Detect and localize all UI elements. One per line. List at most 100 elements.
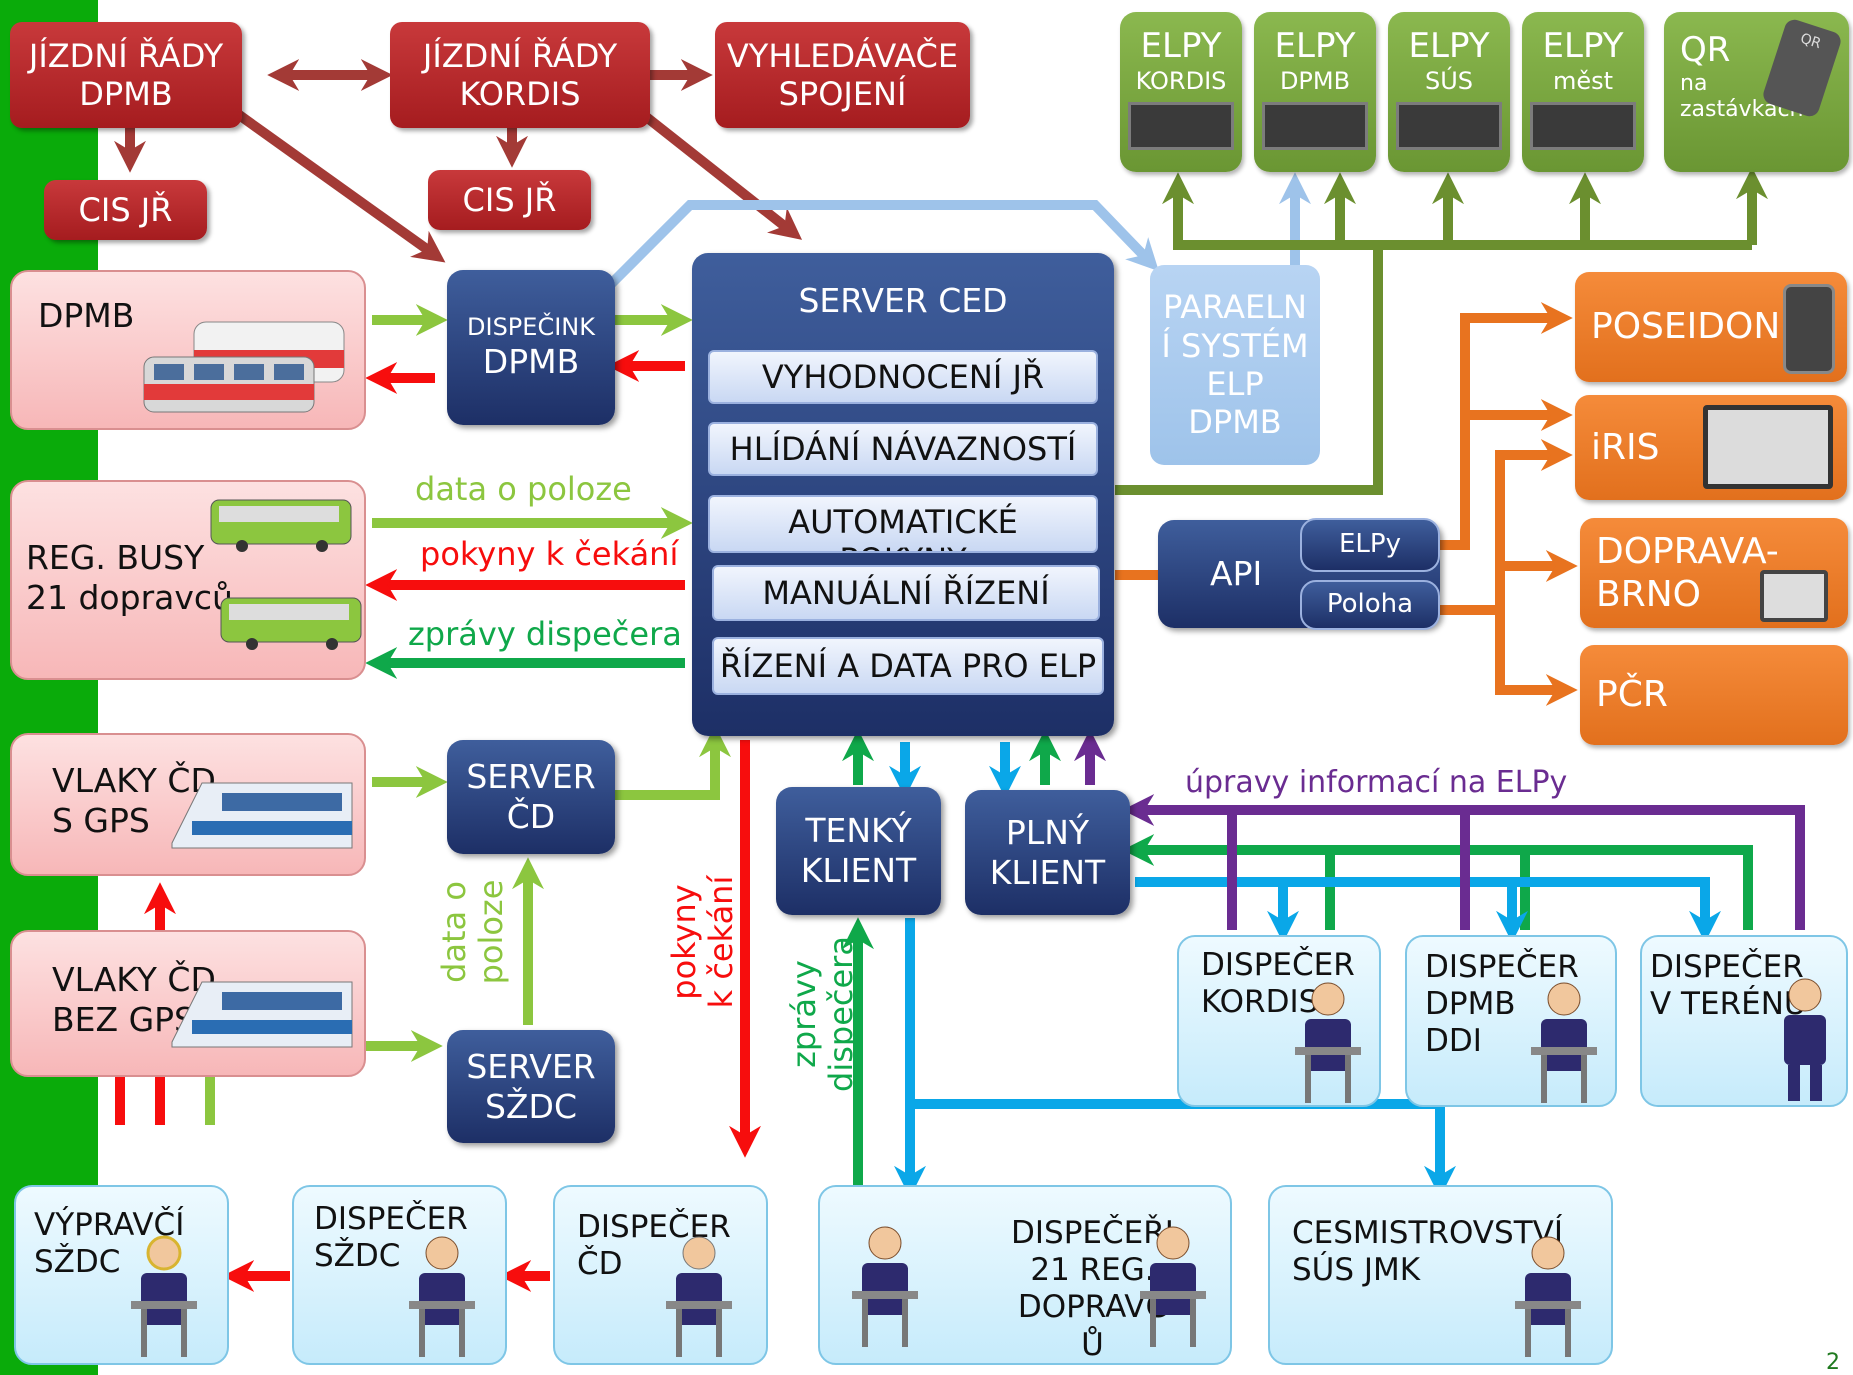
bus-icon [220,597,362,650]
kordis-line1: DISPEČER [1201,947,1355,983]
elpy-board-kordis: ELPY KORDIS [1120,12,1242,172]
output-doprava-brno: DOPRAVA- BRNO [1580,518,1848,628]
train-icon [171,782,353,849]
elp-dpmb-title: ELPY [1274,26,1356,66]
teren-line1: DISPEČER [1650,949,1804,985]
output-iris: iRIS [1575,395,1847,500]
qr-line1: na [1680,70,1708,96]
ced-automaticke-label: AUTOMATICKÉ [788,503,1018,541]
thin-line2: KLIENT [800,851,917,890]
server-ced-title: SERVER CED [798,281,1008,320]
parallel-line4: DPMB [1188,403,1282,442]
reg-line2: 21 REG. [1030,1252,1155,1289]
elpy-board-mest: ELPY měst [1522,12,1644,172]
orange-elpy-out [1440,301,1573,550]
ced-manualni-rizeni: MANUÁLNÍ ŘÍZENÍ [712,565,1100,621]
szdc-line1: DISPEČER [314,1201,468,1237]
full-line1: PLNÝ [1005,812,1090,852]
qr-na-zastavkach: QR na zastávkách QR [1664,12,1849,172]
server-cd-line1: SERVER [466,757,596,797]
source-trains-no-gps: VLAKY ČD BEZ GPS [10,930,366,1077]
dispecer-kordis: DISPEČER KORDIS [1177,935,1381,1107]
person-icon [1295,982,1361,1103]
vlabel-data-o-poloze: data o poloze [435,852,514,1012]
parallel-line1: PARAELN [1163,288,1307,327]
ced-rizeni-data-elp: ŘÍZENÍ A DATA PRO ELP [712,637,1104,695]
ced-vyhodnoceni-jr: VYHODNOCENÍ JŘ [708,350,1098,404]
ced-automaticke-overflow: POKYNY [839,541,966,551]
source-dpmb-label: DPMB [38,296,135,335]
jizdni-rady-dpmb: JÍZDNÍ ŘÁDY DPMB [10,22,242,128]
reg-line4: Ů [1081,1326,1104,1363]
server-szdc: SERVER SŽDC [447,1030,615,1143]
dispecink-line2: DPMB [482,342,580,382]
elp-kordis-sub: KORDIS [1135,66,1227,95]
train-icon [171,981,353,1048]
paralelni-system-elp-dpmb: PARAELN Í SYSTÉM ELP DPMB [1150,265,1320,465]
source-reg-busy: REG. BUSY 21 dopravců [10,480,366,680]
ced-automaticke: AUTOMATICKÉ POKYNY [708,495,1098,553]
orange-poloha-out [1440,438,1573,615]
server-szdc-line1: SERVER [466,1046,596,1086]
blue-full-bus [1135,877,1722,943]
api-title: API [1210,554,1263,594]
vlabel-pokyny-line1: pokyny [665,884,703,1000]
led-board-icon [1262,101,1368,150]
cesmistrovstvi-sus-jmk: CESMISTROVSTVÍ SÚS JMK [1268,1185,1613,1365]
person-icon [131,1235,197,1357]
elp-sus-sub: SÚS [1424,66,1474,95]
tenky-klient: TENKÝ KLIENT [776,787,941,915]
cis-jr-1: CIS JŘ [44,180,207,240]
label-data-o-poloze: data o poloze [415,470,632,508]
dispecink-line1: DISPEČINK [467,313,595,342]
page-number: 2 [1826,1350,1840,1375]
dpmb-ddi-line1: DISPEČER [1425,949,1579,985]
arrow-dispatch-to-parallel [606,200,1159,289]
label-upravy-elpy: úpravy informací na ELPy [1185,765,1568,800]
jr-dpmb-line1: JÍZDNÍ ŘÁDY [28,36,224,75]
parallel-line3: ELP [1206,365,1264,403]
server-cd-line2: ČD [506,797,556,836]
person-icon [1515,1236,1581,1357]
cesm-line2: SÚS JMK [1292,1252,1421,1289]
cis-jr-2: CIS JŘ [428,170,591,230]
szdc-line2: SŽDC [314,1238,401,1275]
elp-mest-title: ELPY [1542,26,1624,66]
plny-klient: PLNÝ KLIENT [965,790,1130,915]
jr-dpmb-line2: DPMB [79,75,173,113]
vlabel-pokyny-line2: k čekání [701,875,740,1009]
person-icon [1784,978,1826,1101]
busy-line2: 21 dopravců [26,577,233,617]
person-icon [409,1236,475,1357]
output-pcr: PČR [1580,645,1848,745]
api-poloha: Poloha [1300,580,1440,630]
monitor-icon [1703,405,1833,489]
pcr-label: PČR [1596,674,1668,716]
poseidon-label: POSEIDON [1591,306,1781,348]
iris-label: iRIS [1591,426,1660,468]
dispecer-szdc: DISPEČER SŽDC [292,1185,507,1365]
vlabel-zpravy-line1: zprávy [785,960,823,1068]
qr-title: QR [1680,30,1731,70]
parallel-line2: Í SYSTÉM [1161,326,1309,365]
vypravci-szdc: VÝPRAVČÍ SŽDC [14,1185,229,1365]
label-pokyny-k-cekani: pokyny k čekání [420,535,679,573]
vypravci-line2: SŽDC [34,1244,121,1281]
green-teren-up [1330,845,1753,930]
vlabel-data-line2: poloze [471,879,510,985]
person-icon [666,1236,732,1357]
dpmb-ddi-line3: DDI [1425,1023,1482,1060]
elpy-board-sus: ELPY SÚS [1388,12,1510,172]
purple-bus [1122,793,1805,930]
jr-kordis-line1: JÍZDNÍ ŘÁDY [422,36,618,75]
kordis-line2: KORDIS [1201,984,1319,1021]
vlabel-pokyny: pokyny k čekání [665,842,744,1042]
led-board-icon [1396,101,1502,150]
trains-nogps-line1: VLAKY ČD [52,960,216,999]
vyhledavace-spojeni: VYHLEDÁVAČE SPOJENÍ [715,22,970,128]
cd-line2: ČD [577,1246,623,1283]
person-icon [1531,982,1597,1103]
doprava-line2: BRNO [1596,574,1701,615]
vlabel-zpravy-line2: dispečera [821,936,860,1092]
led-board-icon [1128,101,1234,150]
